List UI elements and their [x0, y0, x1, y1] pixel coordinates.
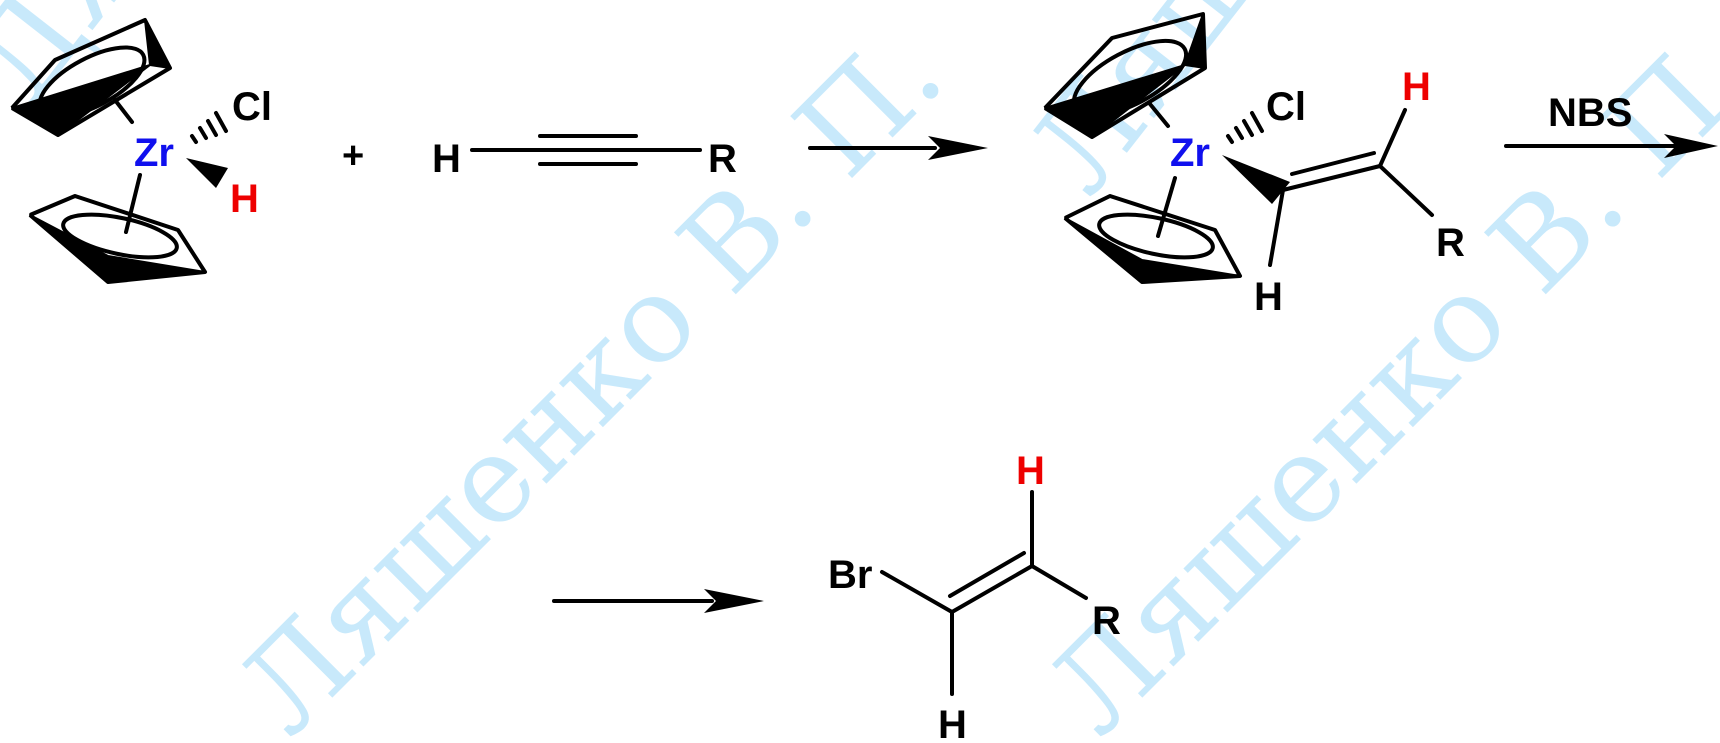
zr-atom: Zr [1170, 131, 1210, 175]
product-r-group: R [1092, 599, 1121, 643]
reaction-arrow-1 [808, 136, 988, 160]
hashed-bond-zr-cl [1226, 111, 1264, 144]
product-vinyl-bromide: Br H H R [828, 449, 1121, 743]
hashed-bond-zr-cl [190, 111, 228, 144]
reactant-1-zirconocene: Zr Cl H [10, 18, 272, 284]
cyclopentadienyl-ring-top [1043, 12, 1207, 139]
intermediate-vinylzirconium: Zr Cl H H R [1043, 12, 1465, 319]
product-double-bond-inner [948, 551, 1026, 598]
alkyne-r-group: R [708, 137, 737, 181]
product-double-bond-outer [950, 564, 1034, 614]
product-h-bottom: H [938, 703, 967, 743]
alkyne-h-atom: H [432, 137, 461, 181]
cyclopentadienyl-ring-bottom [1063, 194, 1242, 284]
reaction-arrow-3 [552, 589, 764, 613]
cl-atom: Cl [1266, 85, 1306, 129]
vinyl-double-bond-outer [1281, 164, 1382, 192]
vinyl-h-top: H [1402, 65, 1431, 109]
plus-sign: + [342, 135, 364, 177]
hydride-h-atom: H [230, 177, 259, 221]
wedge-bond-zr-c [1222, 155, 1290, 204]
product-h-top: H [1016, 449, 1045, 493]
zr-atom: Zr [134, 131, 174, 175]
cl-atom: Cl [232, 85, 272, 129]
vinyl-h-bottom: H [1254, 275, 1283, 319]
br-atom: Br [828, 553, 872, 597]
reagent-nbs-label: NBS [1548, 91, 1632, 135]
intermediate-r-group: R [1436, 221, 1465, 265]
vinyl-double-bond-inner [1290, 151, 1376, 176]
wedge-bond-zr-h [186, 158, 228, 188]
watermark-text-2: Ляшенко В. П. [212, 4, 969, 743]
cyclopentadienyl-ring-bottom [28, 194, 207, 284]
cyclopentadienyl-ring-top [10, 18, 172, 137]
reactant-2-alkyne: H R [432, 134, 737, 181]
reaction-arrow-2: NBS [1504, 91, 1718, 158]
